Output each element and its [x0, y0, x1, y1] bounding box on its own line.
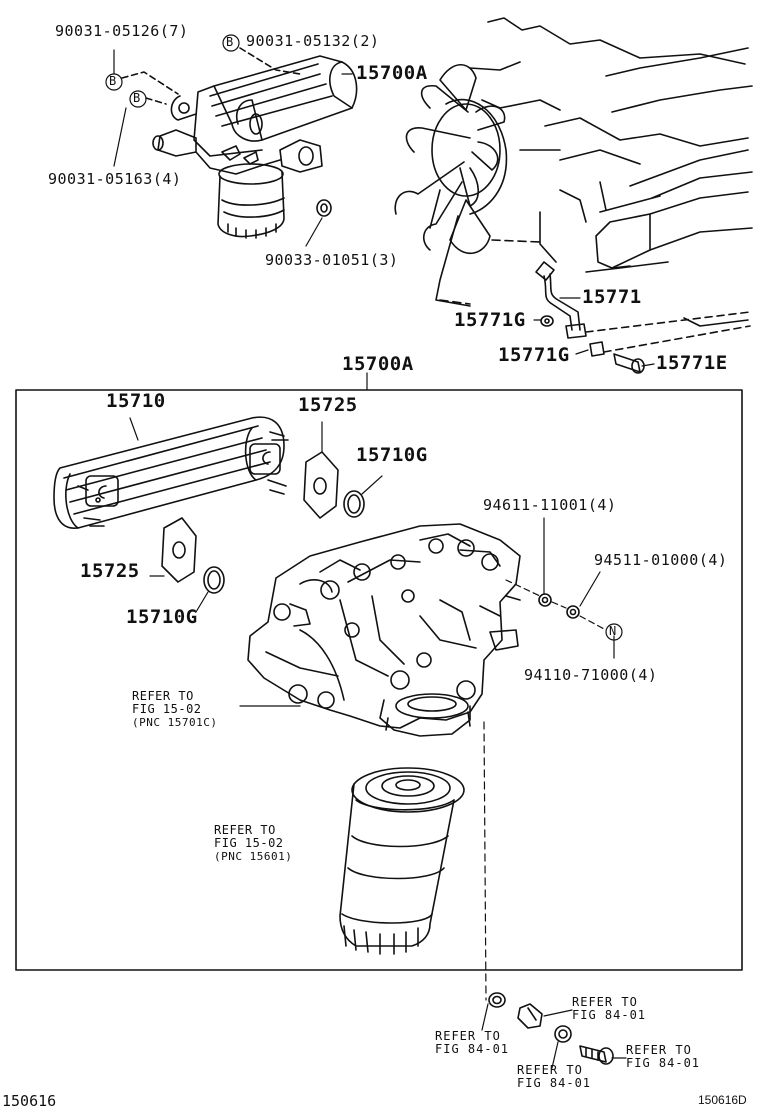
- label-15771: 15771: [582, 286, 642, 308]
- label-94611-11001: 94611-11001(4): [483, 496, 617, 514]
- assembly-box: [16, 390, 742, 970]
- hardware-94611: [539, 594, 551, 606]
- bottom-plug: [518, 1004, 542, 1028]
- oring-15710g-upper: [344, 491, 364, 517]
- refer-note-line: FIG 84-01: [435, 1042, 510, 1056]
- refer-note-84-01-c: REFER TO FIG 84-01: [626, 1044, 700, 1070]
- label-15725-upper: 15725: [298, 394, 358, 416]
- figure-code-left: 150616: [2, 1092, 57, 1110]
- hardware-94511: [567, 606, 579, 618]
- label-15771g-lower: 15771G: [498, 344, 570, 366]
- refer-note-line: (PNC 15601): [214, 850, 293, 863]
- refer-note-84-01-b: REFER TO FIG 84-01: [435, 1030, 509, 1056]
- label-94511-01000: 94511-01000(4): [594, 551, 728, 569]
- n-marker: N: [609, 624, 617, 638]
- bottom-bolt: [580, 1046, 613, 1064]
- refer-note-line: FIG 15-02: [214, 836, 284, 850]
- refer-note-line: FIG 15-02: [132, 702, 202, 716]
- label-90031-05126: 90031-05126(7): [55, 22, 189, 40]
- gasket-15725-lower: [162, 518, 196, 582]
- label-15725-lower: 15725: [80, 560, 140, 582]
- label-15710: 15710: [106, 390, 166, 412]
- refer-note-line: FIG 84-01: [517, 1076, 592, 1090]
- oil-filter-drawing: [340, 768, 464, 954]
- bottom-gasket: [555, 1026, 571, 1042]
- engine-block-drawing: [395, 18, 752, 306]
- refer-note-line: REFER TO: [132, 689, 194, 703]
- refer-note-line: REFER TO: [214, 823, 276, 837]
- b-marker-2: B: [109, 74, 117, 88]
- label-15771e: 15771E: [656, 352, 728, 374]
- refer-note-15701c: REFER TO FIG 15-02 (PNC 15701C): [132, 689, 218, 730]
- refer-note-84-01-d: REFER TO FIG 84-01: [517, 1064, 591, 1090]
- label-90031-05132: 90031-05132(2): [246, 32, 380, 50]
- refer-note-15601: REFER TO FIG 15-02 (PNC 15601): [214, 823, 293, 864]
- pipe-leaders: [534, 298, 654, 366]
- label-90033-01051: 90033-01051(3): [265, 251, 399, 269]
- b-marker-3: B: [133, 91, 141, 105]
- label-15771g-upper: 15771G: [454, 309, 526, 331]
- label-15710g-lower: 15710G: [126, 606, 198, 628]
- bottom-leaders: [482, 1004, 626, 1068]
- label-94110-71000: 94110-71000(4): [524, 666, 658, 684]
- top-leaders: [114, 50, 352, 246]
- label-15710g-upper: 15710G: [356, 444, 428, 466]
- top-assembly-drawing: [122, 48, 357, 238]
- refer-note-line: REFER TO: [572, 995, 638, 1009]
- refer-note-line: FIG 84-01: [572, 1008, 647, 1022]
- cooler-15710-drawing: [54, 417, 288, 528]
- refer-note-84-01-a: REFER TO FIG 84-01: [572, 996, 646, 1022]
- refer-note-line: FIG 84-01: [626, 1056, 701, 1070]
- refer-note-line: REFER TO: [435, 1029, 501, 1043]
- gasket-15725-upper: [304, 452, 338, 518]
- oring-15710g-lower: [204, 567, 224, 593]
- bottom-oring: [489, 993, 505, 1007]
- refer-note-line: REFER TO: [626, 1043, 692, 1057]
- b-marker-1: B: [226, 35, 234, 49]
- refer-note-line: (PNC 15701C): [132, 716, 218, 729]
- label-15700a-box: 15700A: [342, 353, 414, 375]
- label-90031-05163: 90031-05163(4): [48, 170, 182, 188]
- refer-note-line: REFER TO: [517, 1063, 583, 1077]
- figure-code-right: 150616D: [698, 1093, 747, 1107]
- pipe-15771-drawing: [536, 262, 750, 373]
- label-15700a-top: 15700A: [356, 62, 428, 84]
- housing-bracket-drawing: [248, 524, 520, 736]
- b-marker-circles: [106, 35, 622, 640]
